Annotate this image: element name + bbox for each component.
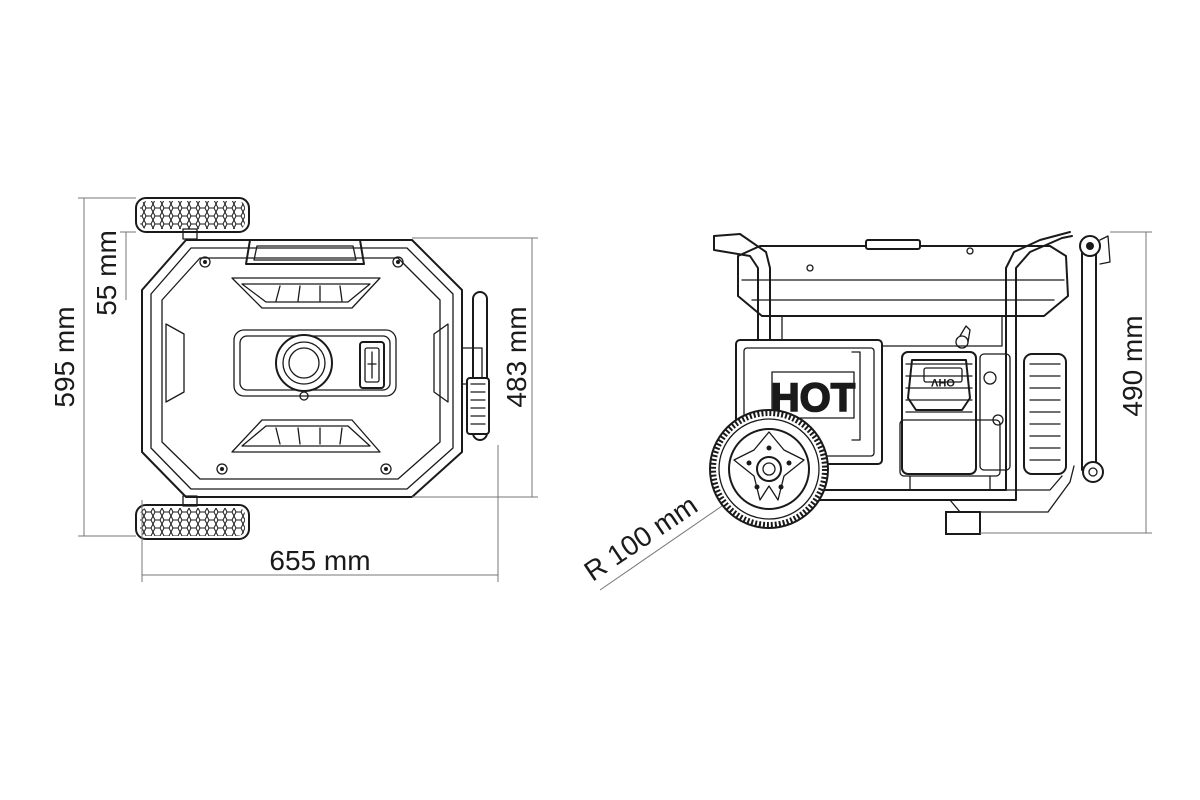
frame-bolts [199,256,404,475]
engine-cylinder [901,351,977,475]
side-view-dimensions [599,231,1152,591]
fuel-gauge [359,341,385,389]
caster-foot [1082,461,1104,483]
top-handle [245,239,365,265]
fuel-tank [737,239,1069,317]
support-foot [945,511,981,535]
upper-chevron-panel [231,277,381,309]
overall-depth-label: 595 mm [49,306,80,407]
wheel-radius-label: R 100 mm [578,489,702,587]
top-view-dimensions [78,197,538,582]
top-view [135,197,490,540]
body-depth-label: 483 mm [501,306,532,407]
side-frame [713,231,1075,513]
wheel-offset-label: 55 mm [91,230,122,316]
lower-chevron-panel [231,419,381,453]
overall-width-label: 655 mm [269,545,370,576]
recoil-starter [1023,353,1067,475]
top-wheel-lower [135,504,250,540]
side-wheel [709,409,829,529]
side-handle-arm [1079,235,1111,483]
ohv-badge: OHV [930,376,955,388]
fuel-cap [275,334,333,401]
side-handle [461,291,490,441]
top-wheel-upper [135,197,250,233]
carburetor [979,353,1011,471]
tank-panel [233,329,397,397]
side-view: OHV HOT [709,231,1111,535]
overall-height-label: 490 mm [1117,315,1148,416]
right-side-cutout [433,323,449,403]
left-side-cutout [165,323,185,403]
fuel-cap-side [865,239,921,250]
